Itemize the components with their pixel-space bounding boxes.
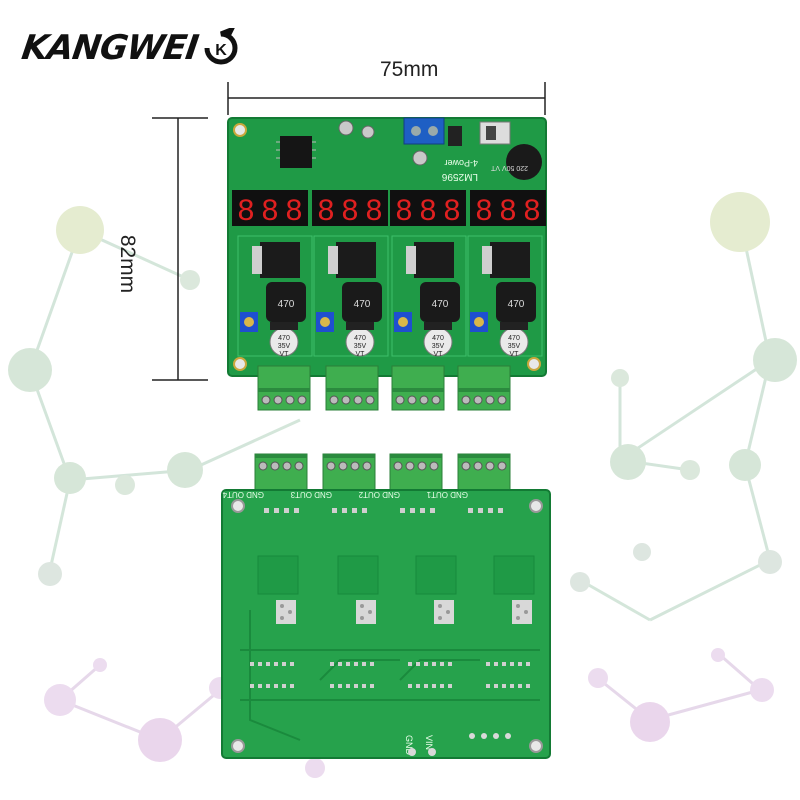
vin-label: VIN [424,735,434,750]
bottom-channel-1 [250,555,299,688]
capacitor-label: VT [280,351,290,358]
capacitor-label: VT [434,351,444,358]
output-label-3: GND OUT2 [358,490,400,499]
inductor-label: 470 [354,299,371,310]
brand-logo: KANGWEI K [19,28,241,68]
output-label-2: GND OUT3 [290,490,332,499]
top-output-terminals [257,365,511,411]
display-digit: 8 [476,194,493,227]
inductor [342,282,382,322]
display-digit: 8 [342,194,359,227]
inductor [496,282,536,322]
regulator-ic [414,242,454,278]
bottom-channel-2 [330,555,379,688]
display-digit: 8 [286,194,303,227]
regulator-ic [490,242,530,278]
top-terminal-3 [391,365,445,411]
mcu-chip [280,136,312,168]
regulator-ic [336,242,376,278]
bottom-terminal-2 [322,453,376,491]
bottom-terminal-4 [457,453,511,491]
main-capacitor-label: 220 50V VT [490,164,528,171]
capacitor-label: 35V [432,343,445,350]
top-terminal-4 [457,365,511,411]
capacitor-label: 470 [508,335,520,342]
display-digit: 8 [238,194,255,227]
brand-logo-mark: K [216,42,228,59]
bottom-output-terminals [254,453,511,491]
inductor-label: 470 [278,299,295,310]
display-digit: 8 [444,194,461,227]
regulator-ic [260,242,300,278]
brand-k-icon: K [204,28,238,65]
regulator-channel-row: 47047035VVT47047035VVT47047035VVT4704703… [237,235,543,358]
display-digit: 8 [366,194,383,227]
top-terminal-1 [257,365,311,411]
bottom-pad-row [250,555,535,688]
capacitor-label: 470 [354,335,366,342]
capacitor-label: 470 [432,335,444,342]
capacitor-label: 35V [508,343,521,350]
output-label-1: GND OUT4 [222,490,264,499]
bottom-terminal-1 [254,453,308,491]
inductor [266,282,306,322]
inductor [420,282,460,322]
display-digit: 8 [262,194,279,227]
display-digit: 8 [396,194,413,227]
gnd-label: GND [404,735,414,756]
display-digit: 8 [420,194,437,227]
display-digit: 8 [500,194,517,227]
inductor-label: 470 [432,299,449,310]
inductor-label: 470 [508,299,525,310]
output-labels: GND OUT4 GND OUT3 GND OUT2 GND OUT1 [222,490,503,513]
bottom-channel-4 [486,555,535,688]
bottom-channel-3 [408,555,457,688]
top-terminal-2 [325,365,379,411]
capacitor-label: VT [356,351,366,358]
capacitor-label: VT [510,351,520,358]
capacitor-label: 470 [278,335,290,342]
display-digit: 8 [524,194,541,227]
silkscreen-subtitle: 4-Power [444,158,478,168]
display-digit: 8 [318,194,335,227]
capacitor-label: 35V [354,343,367,350]
silkscreen-title: LM2596 [441,171,478,182]
bottom-terminal-3 [389,453,443,491]
main-capacitor [506,144,542,180]
output-label-4: GND OUT1 [426,490,468,499]
capacitor-label: 35V [278,343,291,350]
width-dimension-label: 75mm [380,58,439,81]
